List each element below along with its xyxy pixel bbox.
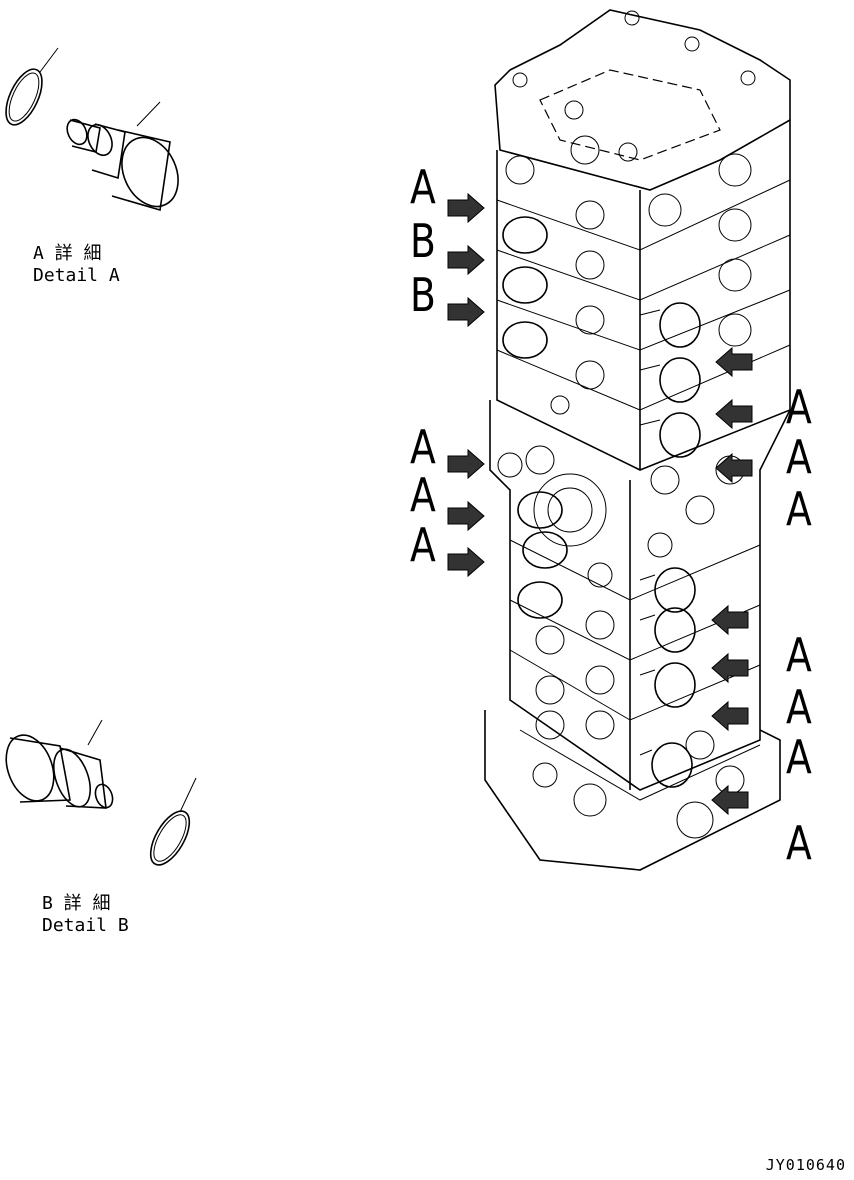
- callout-letter: A: [410, 518, 436, 572]
- callout-letter: A: [786, 730, 812, 784]
- detail-a-label-en: Detail A: [33, 265, 120, 286]
- callout-letter: B: [410, 268, 436, 322]
- installed-plugs-right: [639, 302, 701, 788]
- detail-b-label-en: Detail B: [42, 915, 129, 936]
- callout-arrows-left: [447, 192, 485, 578]
- detail-a-valve-part: [66, 101, 179, 212]
- callout-letter: A: [786, 680, 812, 734]
- detail-b-valve-part: [5, 719, 114, 809]
- detail-b-label-jp: B 詳 細: [42, 893, 111, 914]
- callout-letter: B: [410, 214, 436, 268]
- installed-plugs-left: [502, 216, 568, 619]
- detail-a-label-jp: A 詳 細: [33, 243, 102, 264]
- callout-arrows-right: [711, 346, 753, 816]
- callout-letter: A: [410, 468, 436, 522]
- callout-letter: A: [786, 380, 812, 434]
- callout-letter: A: [786, 482, 812, 536]
- detail-a-label: A 詳 細 Detail A: [33, 243, 120, 287]
- detail-a-o-ring: [5, 47, 59, 126]
- callout-letter: A: [786, 430, 812, 484]
- control-valve-body: [484, 9, 791, 871]
- callout-letter: A: [410, 420, 436, 474]
- drawing-number: JY010640: [765, 1156, 846, 1174]
- detail-b-label: B 詳 細 Detail B: [42, 893, 129, 937]
- callout-letter: A: [410, 160, 436, 214]
- callout-letter: A: [786, 816, 812, 870]
- callout-letter: A: [786, 628, 812, 682]
- detail-b-o-ring: [149, 777, 197, 866]
